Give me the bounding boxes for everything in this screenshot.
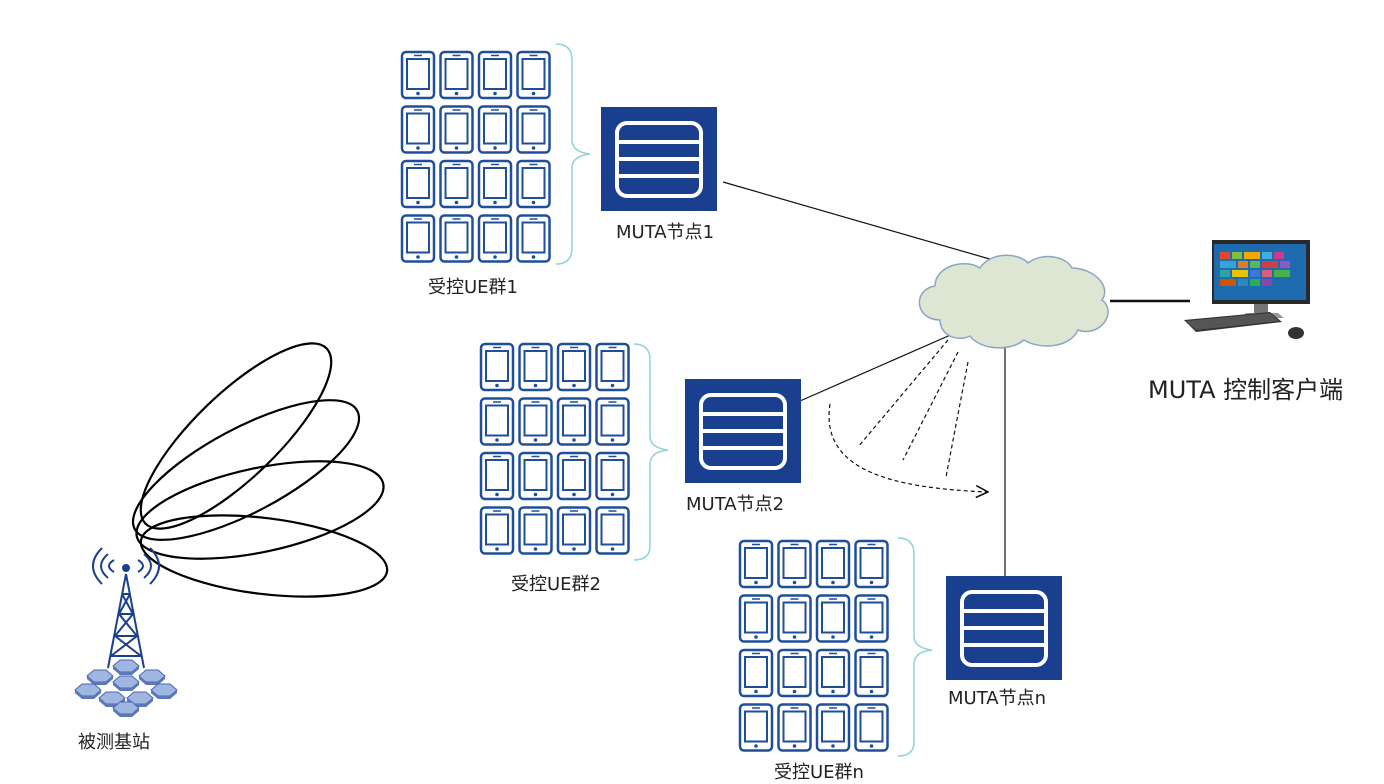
ue-phone-icon xyxy=(738,594,774,643)
ue-phone-icon xyxy=(738,648,774,698)
ue-phone-icon xyxy=(477,105,513,154)
ue-group-n-phones xyxy=(738,539,889,752)
ue-phone-icon xyxy=(777,539,812,589)
muta-node-2-label: MUTA节点2 xyxy=(686,494,785,515)
ue-phone-icon xyxy=(854,594,889,643)
ue-phone-icon xyxy=(854,539,889,589)
muta-node-n-label: MUTA节点n xyxy=(948,688,1047,709)
ue-phone-icon xyxy=(439,105,474,154)
ue-group-1-phones xyxy=(400,50,551,263)
base-station-tower-icon xyxy=(74,547,178,718)
ue-group-n-label: 受控UE群n xyxy=(774,762,864,783)
muta-node-1-label: MUTA节点1 xyxy=(616,222,715,243)
ue-phone-icon xyxy=(815,539,851,589)
ue-group-1-bracket xyxy=(555,43,591,265)
ue-phone-icon xyxy=(477,159,513,209)
ue-group-2-bracket xyxy=(633,343,669,561)
ue-phone-icon xyxy=(556,342,592,392)
link-node2-cloud xyxy=(799,332,956,402)
ue-phone-icon xyxy=(518,506,553,555)
ue-phone-icon xyxy=(854,648,889,698)
muta-node-2-icon xyxy=(683,377,803,485)
ue-phone-icon xyxy=(477,50,513,100)
antenna-beam-lobes xyxy=(131,342,389,598)
ue-phone-icon xyxy=(400,50,436,100)
ue-phone-icon xyxy=(516,105,551,154)
ue-phone-icon xyxy=(479,506,515,555)
ue-phone-icon xyxy=(400,105,436,154)
ue-phone-icon xyxy=(518,397,553,446)
ue-group-2-label: 受控UE群2 xyxy=(511,574,601,595)
ue-phone-icon xyxy=(738,539,774,589)
ue-phone-icon xyxy=(518,451,553,501)
ue-phone-icon xyxy=(518,342,553,392)
ue-phone-icon xyxy=(516,159,551,209)
link-node1-cloud xyxy=(722,181,1001,263)
ue-phone-icon xyxy=(556,506,592,555)
ue-phone-icon xyxy=(777,648,812,698)
ue-phone-icon xyxy=(556,451,592,501)
ue-phone-icon xyxy=(556,397,592,446)
ue-phone-icon xyxy=(400,159,436,209)
ue-phone-icon xyxy=(400,214,436,263)
ue-group-1-label: 受控UE群1 xyxy=(428,277,518,298)
connection-lines xyxy=(722,181,1190,577)
ue-phone-icon xyxy=(854,703,889,752)
ue-phone-icon xyxy=(815,648,851,698)
ue-group-n-bracket xyxy=(897,537,933,757)
ue-phone-icon xyxy=(777,703,812,752)
client-label: MUTA 控制客户端 xyxy=(1148,376,1344,404)
ue-phone-icon xyxy=(439,214,474,263)
ue-phone-icon xyxy=(479,451,515,501)
ue-phone-icon xyxy=(595,342,630,392)
ue-phone-icon xyxy=(439,159,474,209)
muta-node-n-icon xyxy=(944,574,1064,682)
base-station-label: 被测基站 xyxy=(78,732,150,753)
ue-phone-icon xyxy=(815,703,851,752)
network-cloud-icon xyxy=(918,254,1109,349)
ue-phone-icon xyxy=(479,342,515,392)
ue-phone-icon xyxy=(477,214,513,263)
muta-node-1-icon xyxy=(599,105,719,213)
ue-phone-icon xyxy=(738,703,774,752)
ue-phone-icon xyxy=(777,594,812,643)
ue-phone-icon xyxy=(516,214,551,263)
ue-phone-icon xyxy=(595,397,630,446)
ue-phone-icon xyxy=(815,594,851,643)
ue-phone-icon xyxy=(595,506,630,555)
ue-phone-icon xyxy=(595,451,630,501)
ue-phone-icon xyxy=(439,50,474,100)
client-computer-icon xyxy=(1184,240,1310,339)
ue-group-2-phones xyxy=(479,342,630,555)
dashed-indicator xyxy=(828,339,988,492)
ue-phone-icon xyxy=(516,50,551,100)
ue-phone-icon xyxy=(479,397,515,446)
